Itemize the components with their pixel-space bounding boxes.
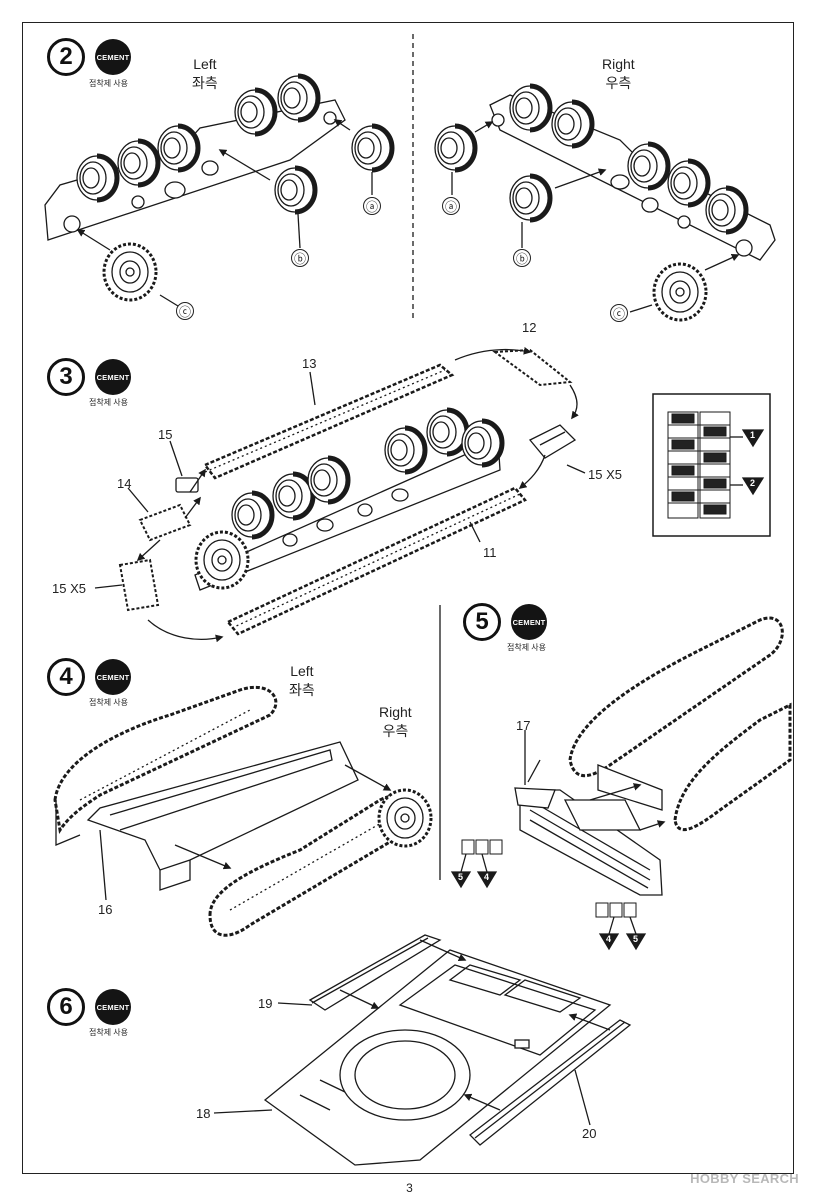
step2-left-label: Left 좌측 xyxy=(192,55,218,93)
step4-left-ko: 좌측 xyxy=(289,682,315,698)
step2-left-wheel-b xyxy=(275,168,315,212)
callout-a-right: ⓐ xyxy=(442,197,460,215)
part-14-label: 14 xyxy=(117,476,132,491)
part-11-label: 11 xyxy=(483,545,497,560)
step4-right-en: Right xyxy=(379,704,412,720)
step2-left-en: Left xyxy=(193,56,217,72)
track-inset-grid xyxy=(667,411,731,519)
part-20-label: 20 xyxy=(582,1126,597,1141)
part-18-label: 18 xyxy=(196,1106,211,1121)
step4-left-track xyxy=(53,685,278,846)
step4-hull-floor xyxy=(86,741,359,891)
step2-right-label: Right 우측 xyxy=(602,55,635,93)
part-15x5-right-label: 15 X5 xyxy=(588,467,622,482)
step5-marker-a2-label: 4 xyxy=(484,872,490,882)
step5-tracks xyxy=(568,616,792,832)
step3-link-15-right xyxy=(528,424,577,459)
step2-right-wheel-b xyxy=(510,176,550,220)
step4-right-ko: 우측 xyxy=(382,723,409,739)
inset-marker-2-label: 2 xyxy=(750,478,756,488)
step-3-number: 3 xyxy=(47,358,85,396)
cement-icon: CEMENT xyxy=(95,989,131,1025)
step5-marker-b2-label: 5 xyxy=(633,934,639,944)
step5-sprue-a xyxy=(461,839,503,855)
cement-label: 접착제 사용 xyxy=(89,398,129,407)
callout-b-left: ⓑ xyxy=(291,249,309,267)
step-5-number: 5 xyxy=(463,603,501,641)
step5-marker-a1-label: 5 xyxy=(458,872,464,882)
step4-right-label: Right 우측 xyxy=(379,703,412,741)
step4-left-label: Left 좌측 xyxy=(289,662,315,700)
cement-icon: CEMENT xyxy=(95,659,131,695)
step2-left-suspension xyxy=(44,76,346,241)
callout-c-left: ⓒ xyxy=(176,302,194,320)
step3-link-stack xyxy=(118,558,160,612)
step5-sprue-b xyxy=(595,902,637,918)
step5-marker-b1-label: 4 xyxy=(606,934,612,944)
step3-lower-track-run xyxy=(226,486,527,636)
cement-label: 접착제 사용 xyxy=(89,698,129,707)
step2-right-en: Right xyxy=(602,56,635,72)
step3-link-12 xyxy=(492,348,573,387)
step3-suspension xyxy=(194,410,502,591)
step5-part-17 xyxy=(514,787,556,809)
step2-right-idler-a xyxy=(435,126,475,170)
callout-c-right: ⓒ xyxy=(610,304,628,322)
part-13-label: 13 xyxy=(302,356,317,371)
part-16-label: 16 xyxy=(98,902,113,917)
step2-left-ko: 좌측 xyxy=(192,75,218,91)
cement-label: 접착제 사용 xyxy=(89,79,129,88)
callout-b-right: ⓑ xyxy=(513,249,531,267)
part-17-label: 17 xyxy=(516,718,531,733)
step5-rear-plate xyxy=(519,789,663,896)
step6-hull-top xyxy=(263,949,612,1166)
cement-icon: CEMENT xyxy=(95,39,131,75)
step2-right-suspension xyxy=(489,86,776,261)
step2-right-sprocket-c xyxy=(652,262,708,322)
page-number: 3 xyxy=(406,1181,413,1195)
step-4-number: 4 xyxy=(47,658,85,696)
step6-part-20 xyxy=(469,1019,632,1146)
part-15x5-left-label: 15 X5 xyxy=(52,581,86,596)
page-frame xyxy=(22,22,794,1174)
inset-marker-1 xyxy=(741,429,765,448)
step4-left-en: Left xyxy=(290,663,314,679)
inset-marker-2 xyxy=(741,477,765,496)
step2-left-idler-a xyxy=(352,126,392,170)
part-12-label: 12 xyxy=(522,320,537,335)
step-6-number: 6 xyxy=(47,988,85,1026)
step3-upper-track-run xyxy=(203,363,455,480)
step3-link-14 xyxy=(138,503,192,542)
cement-label: 접착제 사용 xyxy=(507,643,547,652)
cement-icon: CEMENT xyxy=(511,604,547,640)
part-19-label: 19 xyxy=(258,996,273,1011)
watermark: HOBBY SEARCH xyxy=(690,1171,799,1186)
inset-marker-1-label: 1 xyxy=(750,430,756,440)
step4-right-track xyxy=(208,788,433,937)
step2-right-ko: 우측 xyxy=(605,75,632,91)
step2-left-sprocket-c xyxy=(102,242,158,302)
part-15-label: 15 xyxy=(158,427,173,442)
cement-icon: CEMENT xyxy=(95,359,131,395)
callout-a-left: ⓐ xyxy=(363,197,381,215)
cement-label: 접착제 사용 xyxy=(89,1028,129,1037)
step-2-number: 2 xyxy=(47,38,85,76)
